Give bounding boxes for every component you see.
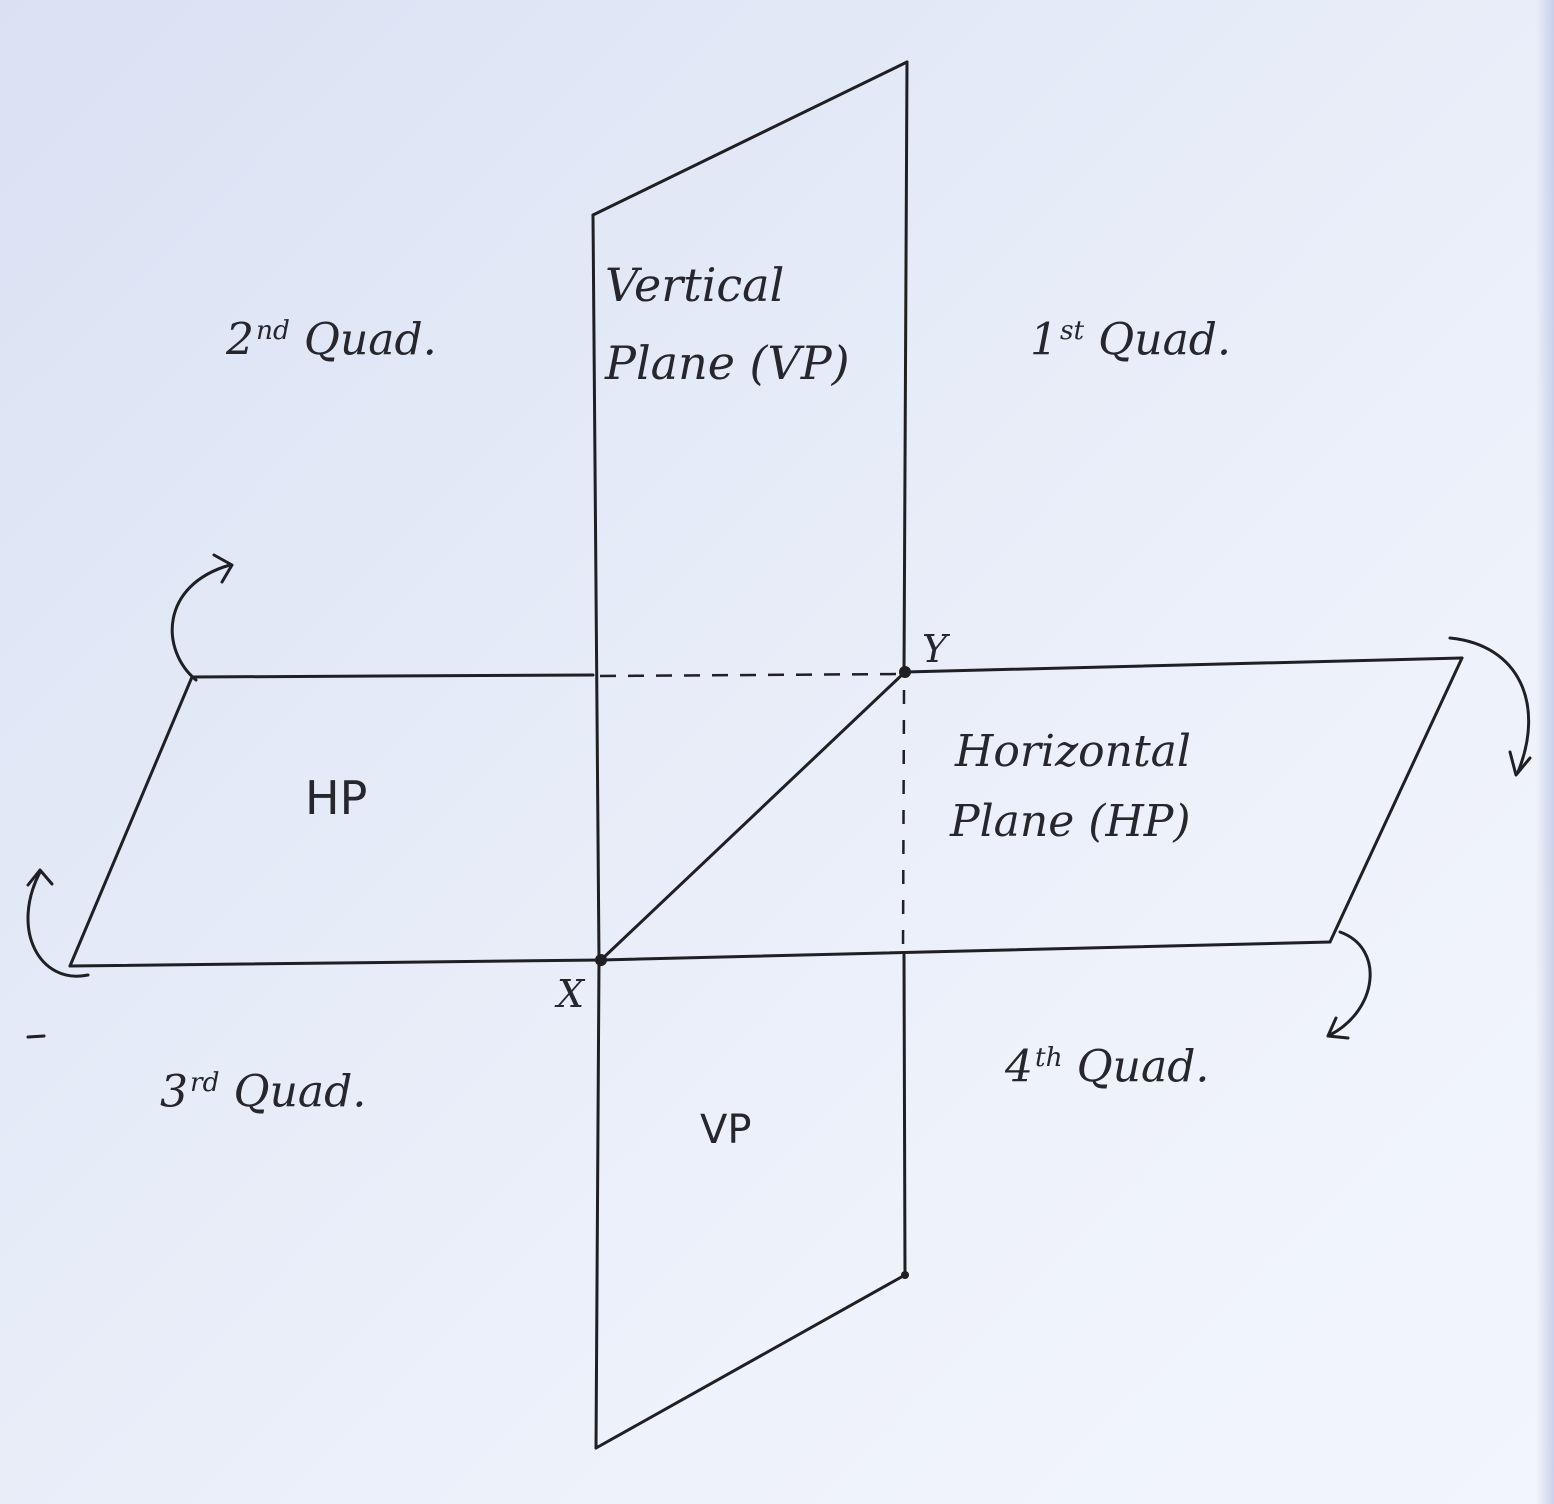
hp-left-back-edge <box>190 673 595 679</box>
vertical-plane-label-line2: Plane (VP) <box>605 336 850 390</box>
stray-mark <box>26 1034 46 1039</box>
rotation-arrow-bottom-left <box>26 868 90 978</box>
vp-hidden-edge <box>901 689 906 951</box>
vp-short-label: VP <box>700 1107 752 1153</box>
y-point-label: Y <box>922 627 948 671</box>
vp-corner-dot <box>901 1271 909 1279</box>
first-quadrant-number: 1 <box>1030 314 1058 366</box>
third-quadrant-label: 3rd Quad. <box>160 1066 367 1118</box>
vp-bottom-edge <box>594 1273 907 1450</box>
hp-left-side-edge <box>68 675 194 968</box>
vp-right-edge-lower <box>902 953 907 1277</box>
rotation-arrow-top-right <box>1448 636 1532 777</box>
vp-left-edge-upper <box>591 213 601 962</box>
second-quadrant-word: Quad. <box>303 314 437 366</box>
xy-diagonal <box>599 670 907 962</box>
hp-right-side-edge <box>1328 656 1464 944</box>
point-y <box>899 666 911 678</box>
vp-top-edge <box>591 60 909 217</box>
hp-right-back-edge <box>903 656 1464 674</box>
horizontal-plane-label-line1: Horizontal <box>955 726 1191 777</box>
hp-short-label: HP <box>305 771 368 825</box>
second-quadrant-number: 2 <box>226 314 254 366</box>
point-x <box>595 954 607 966</box>
vp-left-edge-lower <box>594 958 601 1450</box>
fourth-quadrant-word: Quad. <box>1076 1041 1210 1093</box>
horizontal-plane-label-line2: Plane (HP) <box>950 796 1191 847</box>
hp-right-front-edge <box>599 940 1332 962</box>
rotation-arrow-top-left <box>170 553 234 682</box>
hp-left-front-edge <box>68 958 603 968</box>
vertical-plane-label-line1: Vertical <box>605 258 785 312</box>
fourth-quadrant-number: 4 <box>1005 1041 1033 1093</box>
third-quadrant-ordinal: rd <box>190 1067 220 1098</box>
second-quadrant-label: 2nd Quad. <box>226 314 437 366</box>
paper-edge <box>1536 0 1554 1504</box>
first-quadrant-word: Quad. <box>1098 314 1231 366</box>
fourth-quadrant-ordinal: th <box>1035 1042 1063 1073</box>
first-quadrant-label: 1st Quad. <box>1030 314 1231 366</box>
first-quadrant-ordinal: st <box>1060 315 1085 346</box>
third-quadrant-word: Quad. <box>233 1066 367 1118</box>
hp-hidden-edge <box>599 672 901 678</box>
x-point-label: X <box>557 972 585 1016</box>
second-quadrant-ordinal: nd <box>256 315 290 346</box>
third-quadrant-number: 3 <box>160 1066 188 1118</box>
rotation-arrow-bottom-right <box>1326 930 1372 1040</box>
fourth-quadrant-label: 4th Quad. <box>1005 1041 1210 1093</box>
vp-right-edge-upper <box>902 60 909 674</box>
